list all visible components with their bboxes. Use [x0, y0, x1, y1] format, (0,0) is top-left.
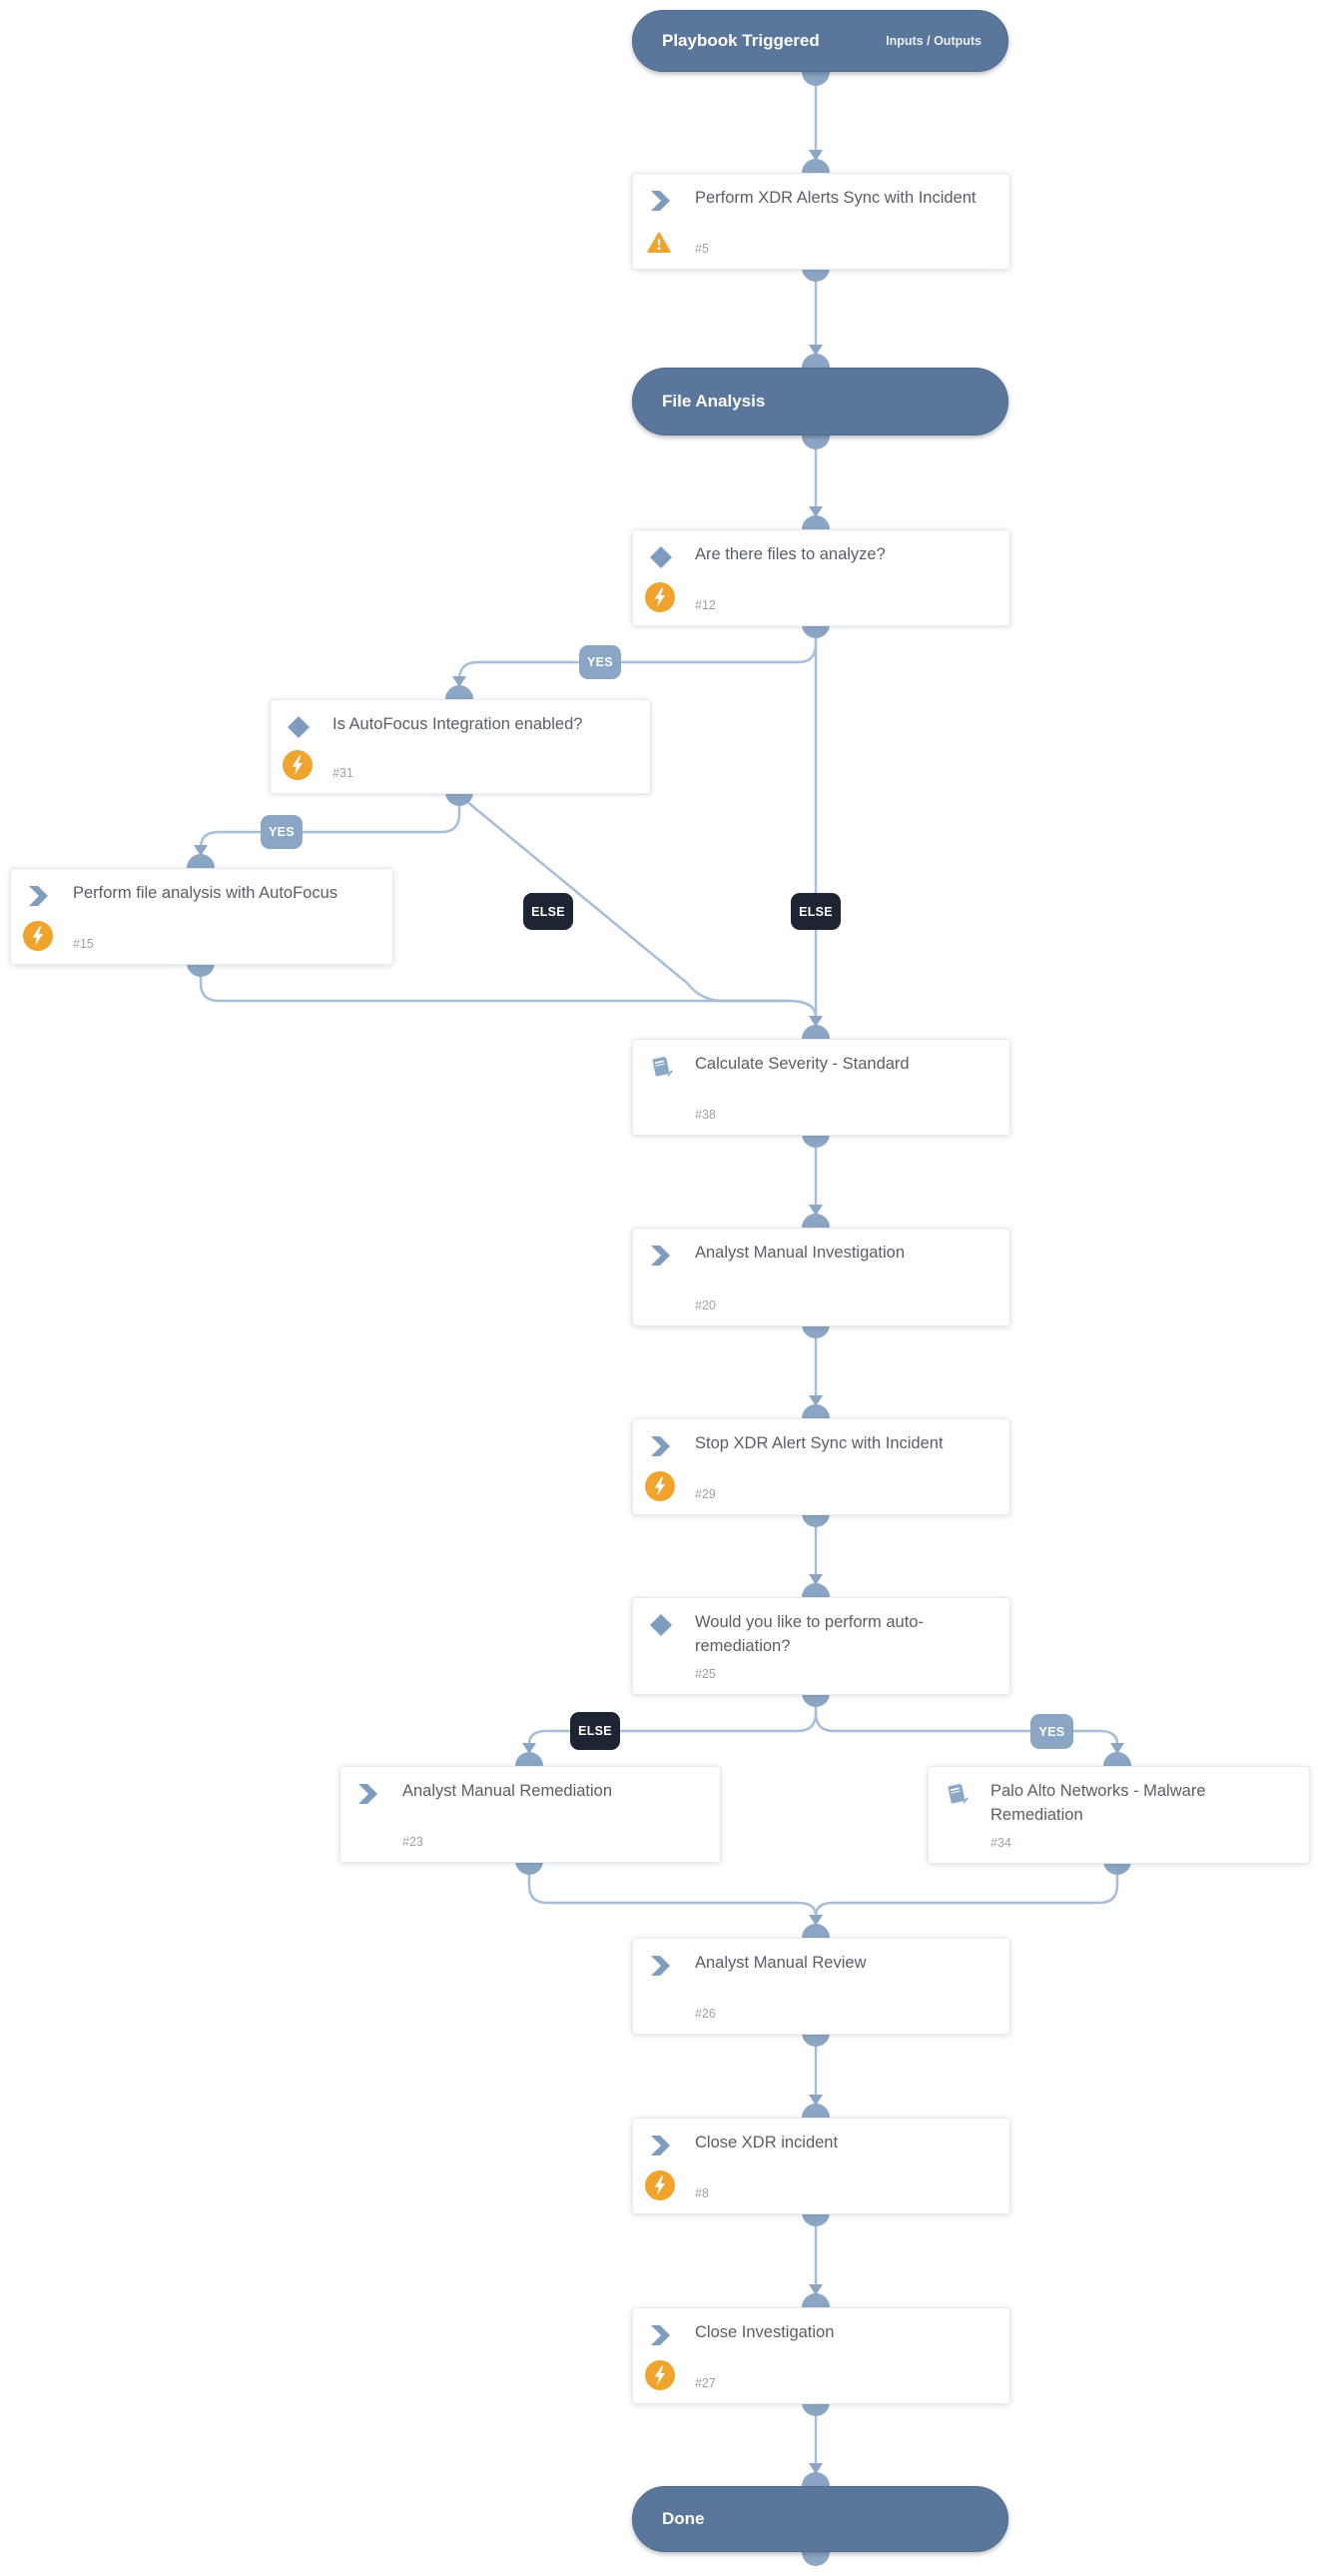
condition-title: Is AutoFocus Integration enabled? [332, 715, 583, 733]
task-title: Close Investigation [695, 2323, 835, 2341]
branch-label-else: ELSE [523, 893, 573, 930]
branch-label-else: ELSE [791, 893, 841, 930]
task-chevron-icon [649, 2134, 673, 2157]
connector-lines [199, 72, 1119, 2464]
branch-label-yes: YES [579, 645, 621, 679]
task-number: #23 [402, 1835, 423, 1849]
condition-number: #12 [695, 598, 716, 612]
condition-number: #31 [332, 766, 353, 780]
task-number: #15 [73, 937, 94, 951]
branch-label-yes: YES [261, 815, 303, 849]
task-title: Analyst Manual Investigation [695, 1244, 906, 1262]
condition-number: #25 [695, 1667, 716, 1681]
task-number: #26 [695, 2007, 716, 2021]
condition-title: Are there files to analyze? [695, 545, 886, 563]
task-chevron-icon [649, 1244, 673, 1268]
subplaybook-node-malware-remediation[interactable]: Palo Alto Networks - Malware Remediation… [928, 1766, 1310, 1864]
automation-bolt-icon [23, 921, 53, 956]
task-title: Analyst Manual Remediation [402, 1782, 613, 1800]
inputs-outputs-link[interactable]: Inputs / Outputs [886, 34, 982, 48]
condition-node-auto-remediation[interactable]: Would you like to perform auto-remediati… [632, 1597, 1010, 1695]
task-chevron-icon [649, 189, 673, 213]
section-header-file-analysis[interactable]: File Analysis [632, 368, 1008, 435]
task-node-xdr-alerts-sync[interactable]: Perform XDR Alerts Sync with Incident #5 [632, 173, 1010, 270]
automation-bolt-icon [645, 2360, 675, 2395]
task-node-manual-review[interactable]: Analyst Manual Review #26 [632, 1938, 1010, 2035]
task-title: Close XDR incident [695, 2134, 839, 2151]
task-title: Analyst Manual Review [695, 1954, 867, 1972]
condition-title: Would you like to perform auto-remediati… [695, 1613, 924, 1655]
task-chevron-icon [356, 1782, 380, 1806]
condition-diamond-icon [649, 545, 673, 569]
task-node-manual-remediation[interactable]: Analyst Manual Remediation #23 [339, 1766, 721, 1863]
subplaybook-title: Palo Alto Networks - Malware Remediation [990, 1782, 1206, 1824]
automation-bolt-icon [645, 2170, 675, 2205]
condition-diamond-icon [287, 715, 311, 739]
task-node-stop-xdr-sync[interactable]: Stop XDR Alert Sync with Incident #29 [632, 1418, 1010, 1515]
done-node[interactable]: Done [632, 2486, 1008, 2552]
task-number: #27 [695, 2376, 716, 2390]
task-number: #29 [695, 1487, 716, 1501]
subplaybook-number: #34 [990, 1836, 1011, 1850]
subplaybook-title: Calculate Severity - Standard [695, 1055, 910, 1073]
task-chevron-icon [27, 884, 51, 908]
playbook-book-icon [649, 1055, 673, 1079]
task-number: #20 [695, 1298, 716, 1312]
playbook-triggered-title: Playbook Triggered [662, 31, 820, 50]
task-title: Perform file analysis with AutoFocus [73, 884, 338, 902]
task-chevron-icon [649, 1434, 673, 1458]
automation-bolt-icon [645, 582, 675, 617]
task-title: Stop XDR Alert Sync with Incident [695, 1434, 944, 1452]
playbook-triggered-node[interactable]: Playbook Triggered Inputs / Outputs [632, 10, 1008, 72]
condition-node-autofocus-enabled[interactable]: Is AutoFocus Integration enabled? #31 [270, 699, 651, 794]
automation-bolt-icon [645, 1471, 675, 1506]
condition-diamond-icon [649, 1613, 673, 1637]
warning-icon [647, 232, 671, 259]
task-title: Perform XDR Alerts Sync with Incident [695, 189, 977, 207]
section-title: File Analysis [662, 392, 766, 411]
task-chevron-icon [649, 1954, 673, 1978]
branch-label-yes: YES [1030, 1714, 1073, 1749]
task-number: #8 [695, 2186, 709, 2200]
condition-node-files-to-analyze[interactable]: Are there files to analyze? #12 [632, 529, 1010, 626]
branch-label-else: ELSE [570, 1712, 620, 1750]
task-node-close-investigation[interactable]: Close Investigation #27 [632, 2307, 1010, 2404]
done-title: Done [662, 2509, 705, 2528]
task-chevron-icon [649, 2323, 673, 2347]
connector-arrowheads [194, 150, 1124, 2474]
subplaybook-number: #38 [695, 1108, 716, 1122]
task-node-close-xdr-incident[interactable]: Close XDR incident #8 [632, 2118, 1010, 2214]
subplaybook-node-calculate-severity[interactable]: Calculate Severity - Standard #38 [632, 1039, 1010, 1136]
task-node-manual-investigation[interactable]: Analyst Manual Investigation #20 [632, 1228, 1010, 1326]
playbook-book-icon [945, 1782, 969, 1806]
task-node-autofocus-file-analysis[interactable]: Perform file analysis with AutoFocus #15 [10, 868, 393, 965]
task-number: #5 [695, 242, 709, 256]
automation-bolt-icon [283, 750, 313, 785]
